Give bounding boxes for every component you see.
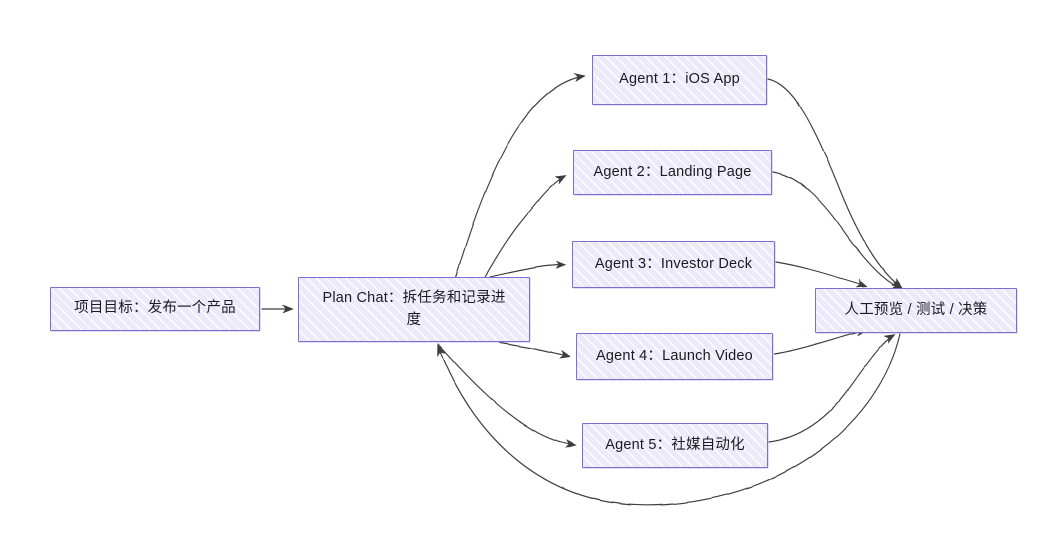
edge-plan-chat-to-agent4 [499,342,569,357]
node-agent-2[interactable]: Agent 2：Landing Page [573,150,772,195]
edge-plan-chat-to-agent5 [437,343,575,445]
node-agent-1-label: Agent 1：iOS App [619,71,740,88]
node-goal-label: 项目目标：发布一个产品 [74,300,236,317]
edge-agent4-to-review [773,330,866,355]
edge-agent1-to-review [767,78,901,287]
node-agent-3-label: Agent 3：Investor Deck [594,255,753,272]
node-plan-chat[interactable]: Plan Chat：拆任务和记录进 度 [298,277,530,342]
edge-agent5-to-review [768,335,894,443]
edge-agent3-to-review [775,261,866,286]
node-agent-5[interactable]: Agent 5：社媒自动化 [582,423,768,468]
node-human-review[interactable]: 人工预览 / 测试 / 决策 [815,288,1017,333]
node-agent-3[interactable]: Agent 3：Investor Deck [572,241,775,288]
node-human-review-label: 人工预览 / 测试 / 决策 [844,301,988,318]
edge-plan-chat-to-agent3 [489,265,565,278]
node-plan-chat-label: Plan Chat：拆任务和记录进 度 [322,290,506,328]
node-agent-4-label: Agent 4：Launch Video [596,347,753,364]
node-agent-4[interactable]: Agent 4：Launch Video [576,333,773,380]
node-agent-1[interactable]: Agent 1：iOS App [592,55,767,105]
node-agent-5-label: Agent 5：社媒自动化 [605,436,745,453]
node-goal[interactable]: 项目目标：发布一个产品 [50,287,260,331]
node-agent-2-label: Agent 2：Landing Page [593,163,752,180]
edge-agent2-to-review [772,171,901,288]
